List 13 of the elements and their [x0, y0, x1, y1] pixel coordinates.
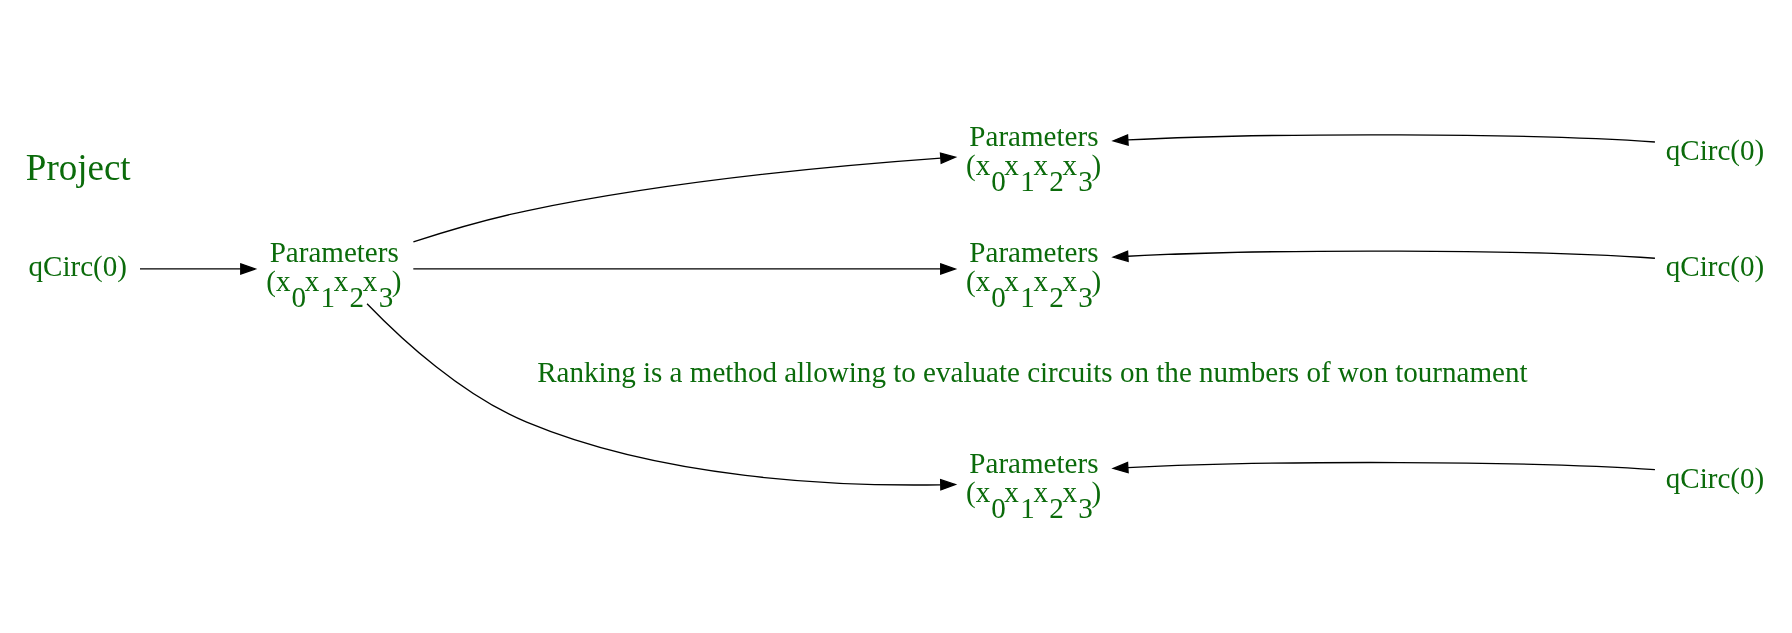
arrow — [1111, 133, 1656, 146]
node-text: qCirc(0) — [28, 250, 127, 283]
arrow — [139, 262, 258, 275]
label: Project — [25, 147, 131, 189]
arrow — [412, 152, 958, 243]
arrow — [366, 303, 958, 491]
label: Ranking is a method allowing to evaluate circuits on the numbers of won tournament — [537, 356, 1528, 389]
node-text: qCirc(0) — [1665, 134, 1765, 167]
node-text: qCirc(0) — [1665, 461, 1765, 494]
arrow — [412, 262, 958, 275]
node-text: qCirc(0) — [1665, 250, 1765, 283]
arrow — [1111, 250, 1656, 263]
arrow — [1111, 461, 1656, 474]
